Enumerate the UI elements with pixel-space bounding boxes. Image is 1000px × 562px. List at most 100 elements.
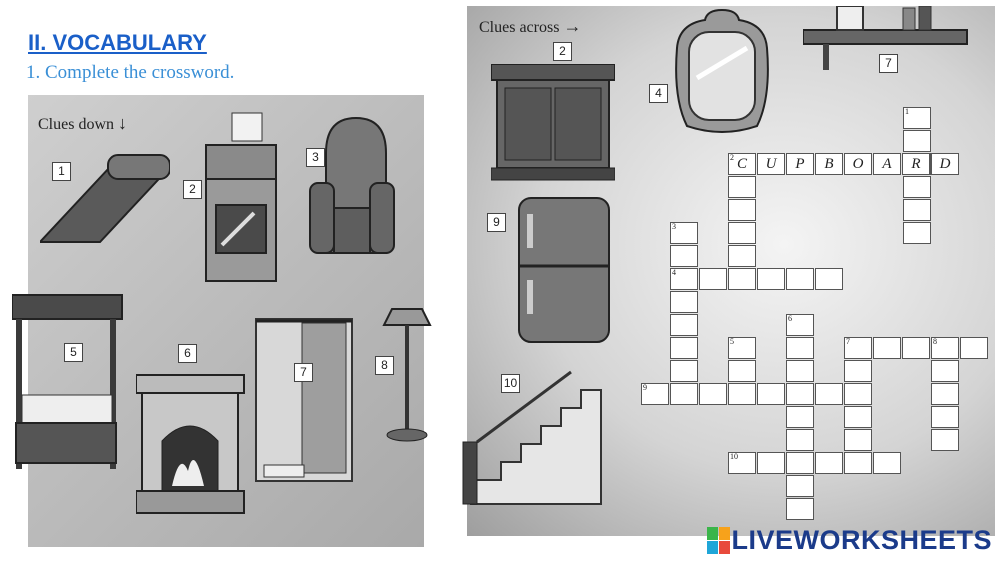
crossword-cell[interactable] [902, 337, 930, 359]
picture-number: 3 [306, 148, 325, 167]
crossword-cell[interactable] [815, 383, 843, 405]
crossword-cell[interactable]: 10 [728, 452, 756, 474]
crossword-cell[interactable] [670, 291, 698, 313]
cupboard-picture [491, 64, 615, 181]
crossword-cell[interactable] [728, 245, 756, 267]
cell-letter: U [765, 156, 777, 172]
picture-number: 5 [64, 343, 83, 362]
fireplace-picture [136, 374, 245, 514]
crossword-cell[interactable]: U [757, 153, 785, 175]
crossword-cell[interactable]: 6 [786, 314, 814, 336]
crossword-cell[interactable] [873, 452, 901, 474]
crossword-cell[interactable] [786, 337, 814, 359]
crossword-cell[interactable] [844, 383, 872, 405]
crossword-cell[interactable] [903, 199, 931, 221]
picture-number: 1 [52, 162, 71, 181]
crossword-cell[interactable] [873, 337, 901, 359]
clue-number: 7 [846, 337, 850, 346]
crossword-cell[interactable] [786, 406, 814, 428]
shelf-picture [803, 6, 968, 70]
crossword-cell[interactable]: 1 [903, 107, 931, 129]
crossword-cell[interactable] [670, 383, 698, 405]
crossword-cell[interactable] [844, 452, 872, 474]
crossword-cell[interactable] [786, 383, 814, 405]
crossword-cell[interactable] [931, 429, 959, 451]
crossword-cell[interactable]: R [902, 153, 930, 175]
crossword-cell[interactable] [728, 360, 756, 382]
crossword-cell[interactable]: A [873, 153, 901, 175]
crossword-cell[interactable] [786, 475, 814, 497]
crossword-cell[interactable] [903, 130, 931, 152]
crossword-cell[interactable] [931, 360, 959, 382]
crossword-cell[interactable]: 4 [670, 268, 698, 290]
crossword-cell[interactable] [786, 360, 814, 382]
crossword-cell[interactable] [757, 452, 785, 474]
clue-number: 4 [672, 268, 676, 277]
cell-letter: O [852, 156, 864, 172]
clues-down-text: Clues down [38, 116, 114, 133]
crossword-cell[interactable] [728, 199, 756, 221]
picture-number: 7 [879, 54, 898, 73]
liveworksheets-logo: LIVEWORKSHEETS [707, 525, 992, 556]
crossword-cell[interactable]: 9 [641, 383, 669, 405]
clues-across-text: Clues across [479, 19, 560, 36]
crossword-cell[interactable] [786, 429, 814, 451]
clues-down-panel: Clues down ↓ 1 2 3 5 6 [12, 95, 432, 547]
crossword-cell[interactable] [844, 429, 872, 451]
crossword-cell[interactable]: 7 [844, 337, 872, 359]
crossword-cell[interactable] [699, 268, 727, 290]
crossword-cell[interactable] [728, 268, 756, 290]
instruction-text: 1. Complete the crossword. [26, 62, 235, 83]
crossword-cell[interactable] [815, 268, 843, 290]
picture-number: 6 [178, 344, 197, 363]
crossword-cell[interactable]: D [931, 153, 959, 175]
clue-number: 8 [933, 337, 937, 346]
crossword-cell[interactable] [815, 452, 843, 474]
crossword-cell[interactable] [844, 406, 872, 428]
crossword-cell[interactable]: B [815, 153, 843, 175]
crossword-cell[interactable] [903, 176, 931, 198]
crossword-cell[interactable] [728, 222, 756, 244]
cell-letter: P [795, 156, 805, 172]
picture-number: 10 [501, 374, 520, 393]
crossword-cell[interactable] [670, 314, 698, 336]
stove-picture [205, 112, 277, 282]
crossword-cell[interactable] [931, 406, 959, 428]
crossword-cell[interactable]: O [844, 153, 872, 175]
clue-number: 9 [643, 383, 647, 392]
crossword-cell[interactable] [786, 452, 814, 474]
clue-number: 2 [730, 153, 734, 162]
crossword-cell[interactable] [728, 383, 756, 405]
crossword-cell[interactable] [786, 268, 814, 290]
floor-lamp-picture [382, 308, 432, 442]
picture-number: 2 [183, 180, 202, 199]
crossword-cell[interactable]: P [786, 153, 814, 175]
armchair-picture [309, 116, 395, 254]
clue-number: 6 [788, 314, 792, 323]
crossword-cell[interactable] [757, 268, 785, 290]
clue-number: 10 [730, 452, 738, 461]
crossword-cell[interactable] [931, 383, 959, 405]
crossword-cell[interactable] [670, 245, 698, 267]
crossword-cell[interactable]: 3 [670, 222, 698, 244]
crossword-cell[interactable] [786, 498, 814, 520]
crossword-cell[interactable] [844, 360, 872, 382]
crossword-cell[interactable] [728, 176, 756, 198]
crossword-cell[interactable] [960, 337, 988, 359]
bed-picture [12, 294, 123, 469]
crossword-cell[interactable] [699, 383, 727, 405]
arrow-down-icon: ↓ [118, 113, 127, 133]
crossword-cell[interactable]: 5 [728, 337, 756, 359]
crossword-cell[interactable] [670, 360, 698, 382]
fridge-picture [518, 197, 610, 343]
clues-down-label: Clues down ↓ [38, 113, 127, 134]
section-title: II. VOCABULARY [28, 30, 207, 55]
stairs-picture [462, 370, 602, 505]
crossword-cell[interactable] [670, 337, 698, 359]
crossword-cell[interactable] [757, 383, 785, 405]
crossword-cell[interactable]: 8 [931, 337, 959, 359]
mirror-picture [675, 8, 769, 133]
arrow-right-icon: → [563, 16, 582, 36]
crossword-cell[interactable] [903, 222, 931, 244]
